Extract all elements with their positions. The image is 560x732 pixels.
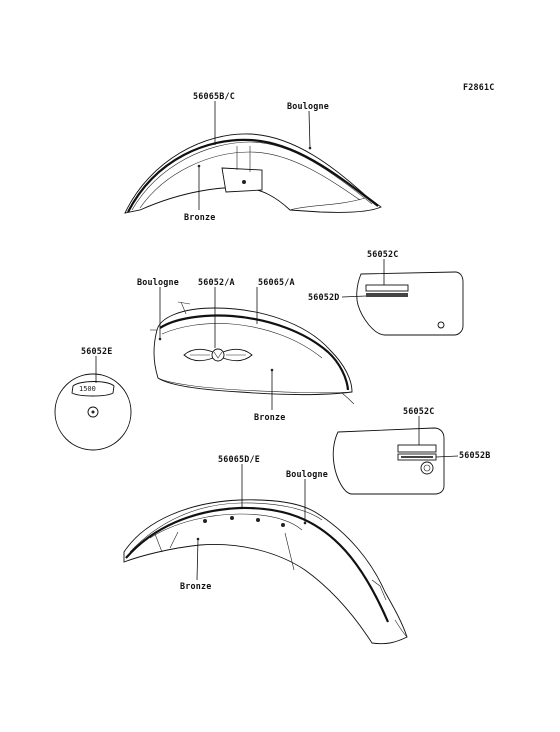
air-cleaner-cover: 1500 <box>54 373 132 451</box>
air-cleaner-emblem-text: 1500 <box>79 385 96 393</box>
leader-line <box>341 295 367 298</box>
tank-bottom-color-label: Bronze <box>254 412 285 422</box>
leader-line <box>435 455 459 458</box>
left-side-cover <box>356 271 464 336</box>
right-cover-model-label: 56052B <box>459 450 490 460</box>
rear-fender-stripe-label: 56065D/E <box>218 454 260 464</box>
front-fender-top-color-label: Boulogne <box>287 101 329 111</box>
rear-fender-top-color-label: Boulogne <box>286 469 328 479</box>
right-side-cover <box>332 427 445 495</box>
fuel-tank <box>150 301 355 405</box>
tank-emblem-label: 56052/A <box>198 277 235 287</box>
left-cover-model-label: 56052D <box>308 292 339 302</box>
leader-line <box>196 538 199 581</box>
leader-line <box>308 110 311 149</box>
tank-left-color-label: Boulogne <box>137 277 179 287</box>
left-cover-emblem-label: 56052C <box>367 249 398 259</box>
rear-fender <box>123 499 408 645</box>
front-fender-bottom-color-label: Bronze <box>184 212 215 222</box>
right-cover-emblem-label: 56052C <box>403 406 434 416</box>
air-cleaner-emblem-label: 56052E <box>81 346 112 356</box>
figure-code: F2861C <box>463 82 494 92</box>
front-fender-stripe-label: 56065B/C <box>193 91 235 101</box>
tank-stripe-label: 56065/A <box>258 277 295 287</box>
rear-fender-bottom-color-label: Bronze <box>180 581 211 591</box>
front-fender <box>124 133 382 214</box>
